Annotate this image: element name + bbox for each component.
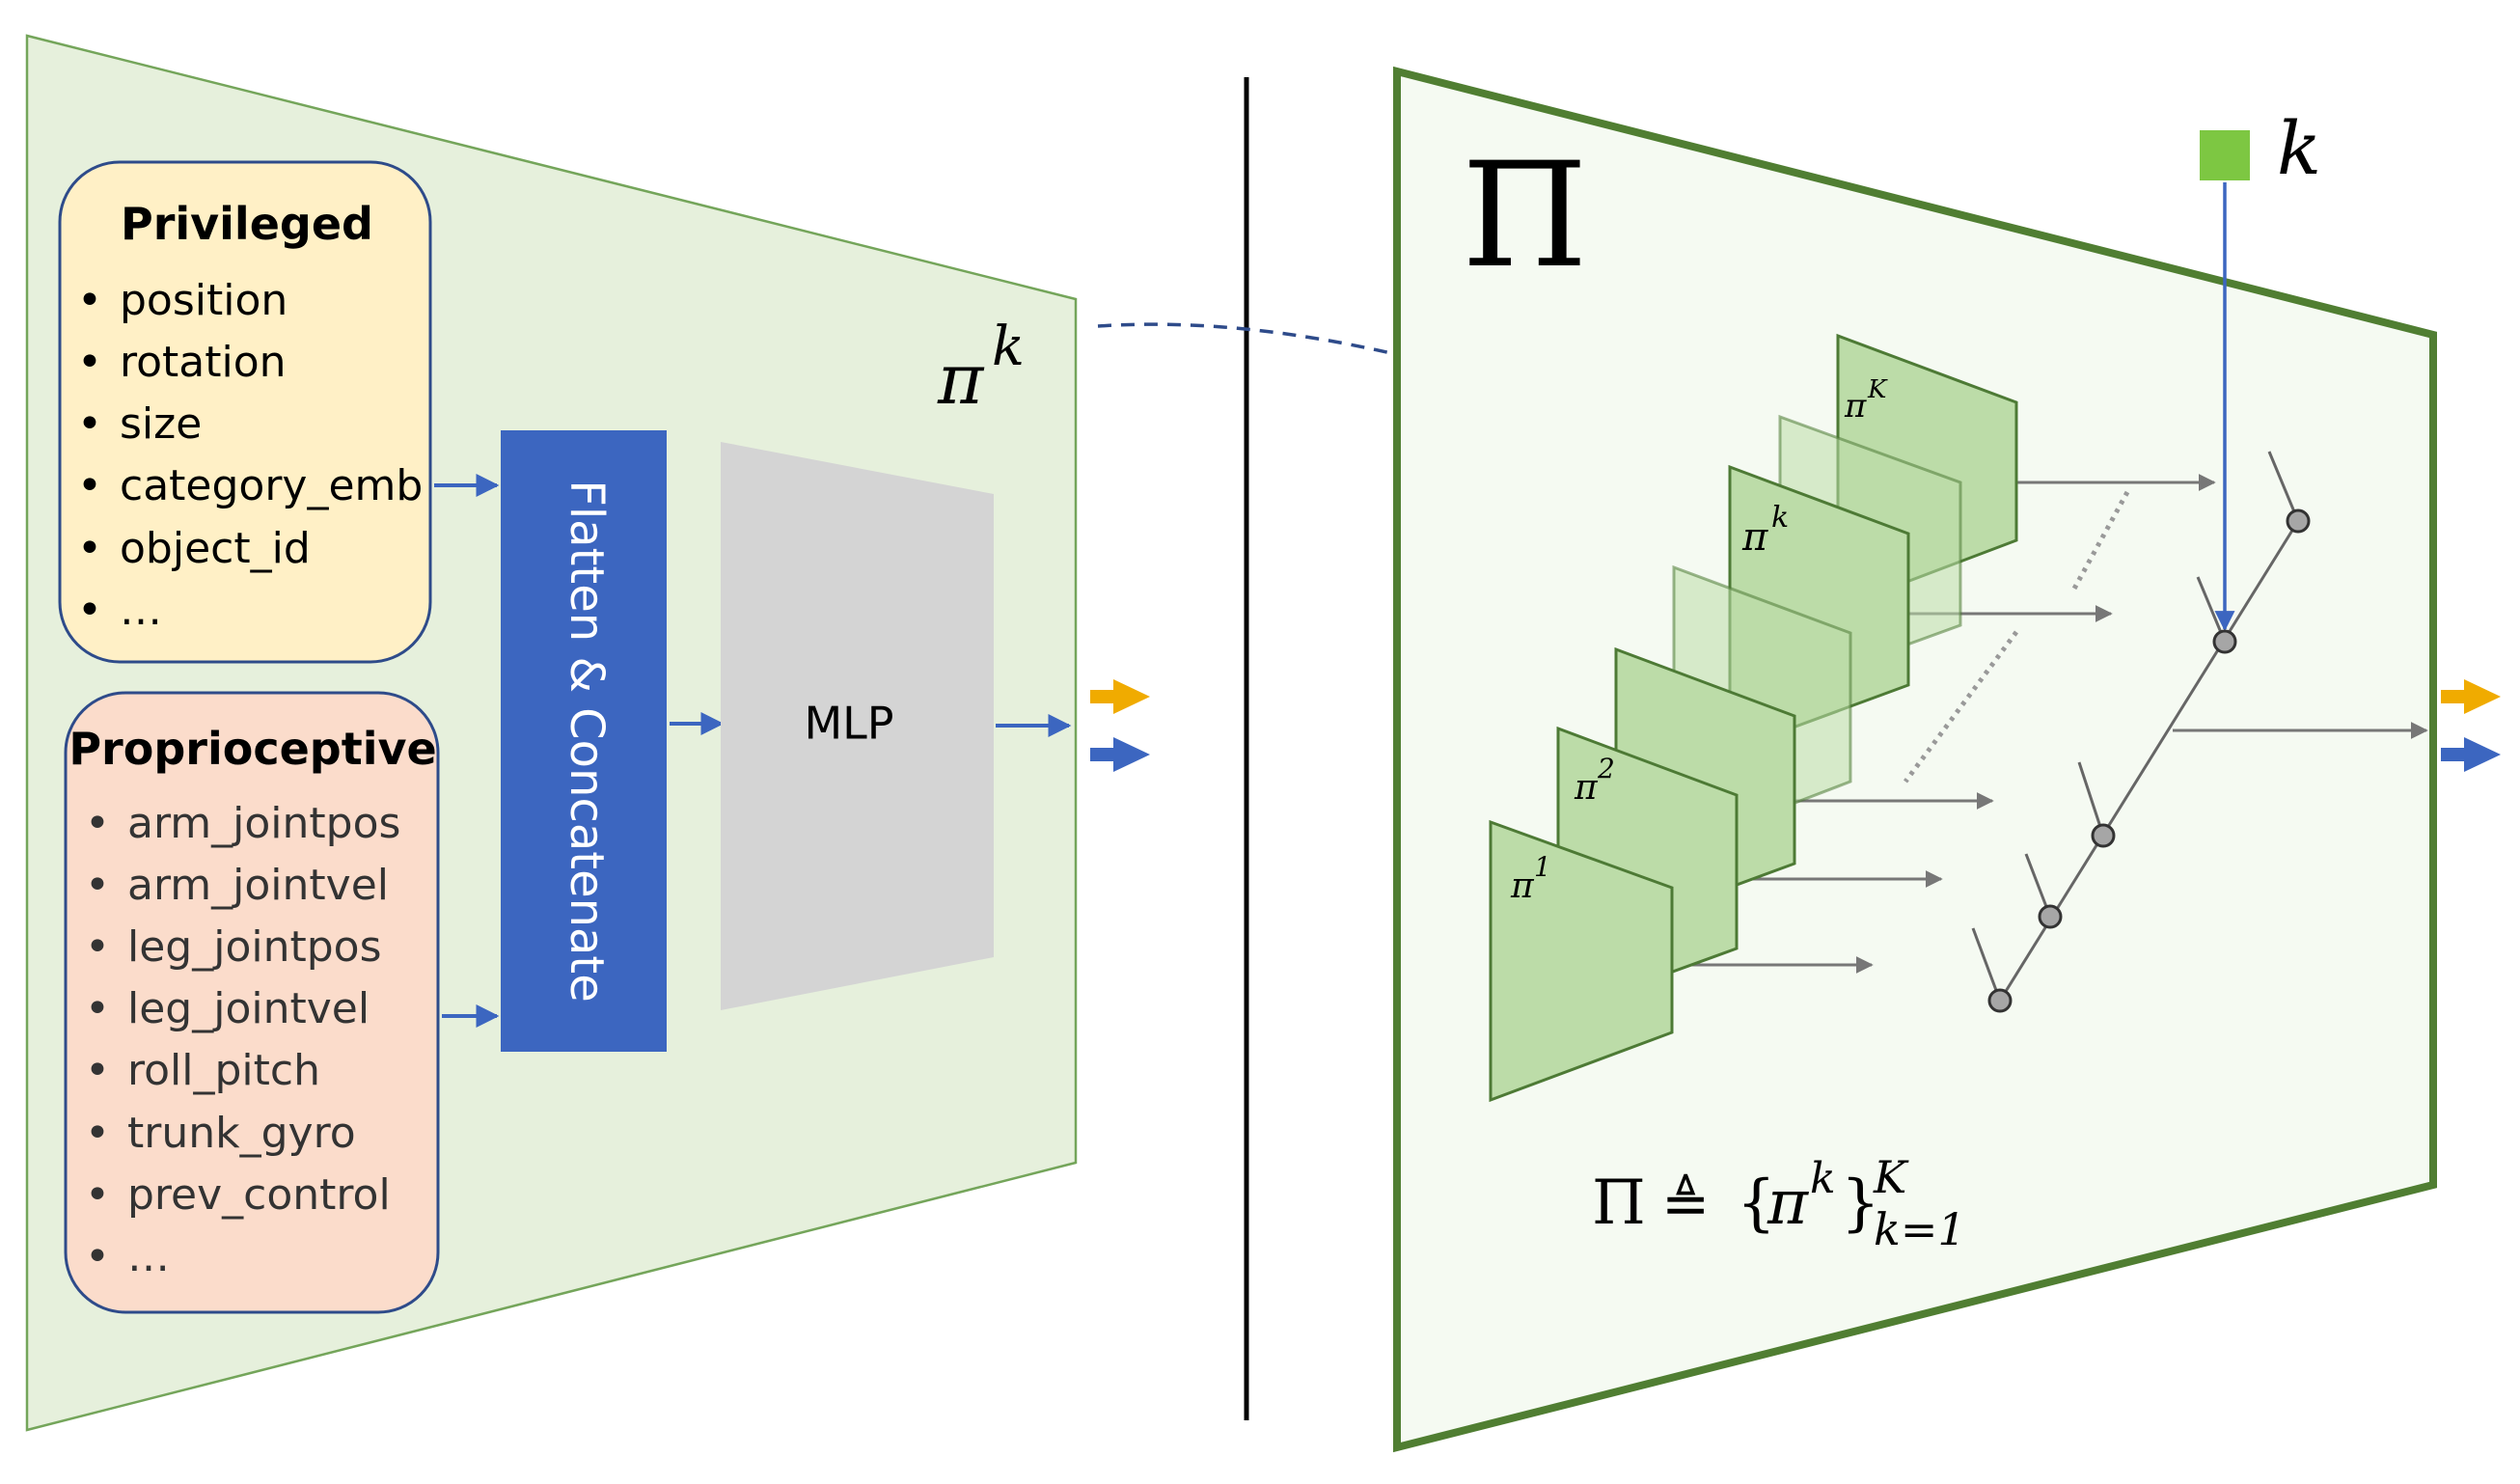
mlp-block	[721, 442, 994, 1010]
formula-lhs: Π	[1592, 1168, 1646, 1239]
policy-piK-label: π	[1844, 387, 1867, 426]
selector-label: k	[2277, 105, 2321, 191]
list-item: …	[127, 1232, 170, 1281]
left-policy-sup: k	[992, 316, 1025, 378]
policy-set-formula: Π ≜ { π k } K k=1	[1592, 1151, 1966, 1255]
list-item: arm_jointvel	[127, 861, 389, 910]
formula-upper: K	[1873, 1151, 1909, 1203]
list-item: position	[120, 276, 288, 325]
policy-pi1-sup: 1	[1534, 851, 1551, 883]
policy-pi1-card	[1489, 819, 1674, 1103]
list-bullet: •	[85, 1170, 110, 1220]
list-item: …	[120, 586, 162, 635]
privileged-box	[58, 160, 432, 664]
selector-square	[2200, 130, 2250, 180]
left-output-blue-arrow	[1090, 737, 1150, 772]
formula-base: π	[1767, 1168, 1809, 1239]
list-bullet: •	[85, 984, 110, 1033]
left-policy-label: π	[937, 339, 985, 420]
flatten-concat-block	[501, 430, 667, 1052]
list-item: roll_pitch	[127, 1046, 320, 1095]
list-item: rotation	[120, 338, 287, 387]
switch-node	[1987, 988, 2013, 1013]
right-output-blue-arrow	[2441, 737, 2501, 772]
formula-def: ≜	[1661, 1170, 1710, 1238]
policy-pik-label: π	[1741, 515, 1768, 560]
policy-piK-sup: K	[1867, 375, 1888, 404]
flatten-concat-label: Flatten & Concatenate	[560, 480, 614, 1003]
list-item: size	[120, 399, 202, 449]
switch-node	[2091, 823, 2116, 848]
list-item: object_id	[120, 524, 311, 573]
list-item: leg_jointpos	[127, 922, 382, 972]
proprioceptive-box	[64, 691, 440, 1314]
privileged-items: • position • rotation • size • category_…	[77, 276, 423, 635]
list-bullet: •	[77, 586, 102, 635]
list-bullet: •	[77, 276, 102, 325]
right-output-orange-arrow	[2441, 679, 2501, 714]
policy-pi2-label: π	[1574, 768, 1599, 808]
list-bullet: •	[85, 922, 110, 972]
list-item: trunk_gyro	[127, 1109, 356, 1158]
switch-nodes	[1987, 508, 2311, 1013]
switch-node	[2212, 629, 2237, 654]
ellipsis-dotted-line	[1903, 630, 2019, 783]
policy-set-symbol: Π	[1462, 132, 1588, 300]
policy-pi2-sup: 2	[1597, 753, 1615, 784]
list-item: leg_jointvel	[127, 984, 370, 1033]
list-item: prev_control	[127, 1170, 391, 1220]
proprioceptive-items: • arm_jointpos • arm_jointvel • leg_join…	[85, 799, 400, 1281]
policy-pik-sup: k	[1771, 501, 1789, 535]
list-bullet: •	[77, 524, 102, 573]
list-item: arm_jointpos	[127, 799, 400, 848]
proprioceptive-title: Proprioceptive	[68, 723, 436, 775]
policy-pi1-label: π	[1510, 866, 1535, 906]
formula-open: {	[1737, 1168, 1776, 1239]
list-bullet: •	[77, 399, 102, 449]
policy-stack: π K π k π 2 π 1	[1489, 333, 2018, 1103]
right-policy-set-panel	[1393, 66, 2437, 1453]
list-bullet: •	[77, 338, 102, 387]
left-output-orange-arrow	[1090, 679, 1150, 714]
list-item: category_emb	[120, 461, 423, 510]
mlp-label: MLP	[804, 698, 893, 750]
formula-lower: k=1	[1874, 1203, 1966, 1255]
privileged-title: Privileged	[121, 198, 373, 250]
switch-node	[2038, 904, 2063, 929]
formula-sup-k: k	[1810, 1154, 1836, 1203]
formula-close: }	[1841, 1168, 1880, 1239]
switch-node	[2286, 508, 2311, 534]
list-bullet: •	[85, 1232, 110, 1281]
list-bullet: •	[85, 861, 110, 910]
list-bullet: •	[77, 461, 102, 510]
list-bullet: •	[85, 799, 110, 848]
list-bullet: •	[85, 1109, 110, 1158]
list-bullet: •	[85, 1046, 110, 1095]
